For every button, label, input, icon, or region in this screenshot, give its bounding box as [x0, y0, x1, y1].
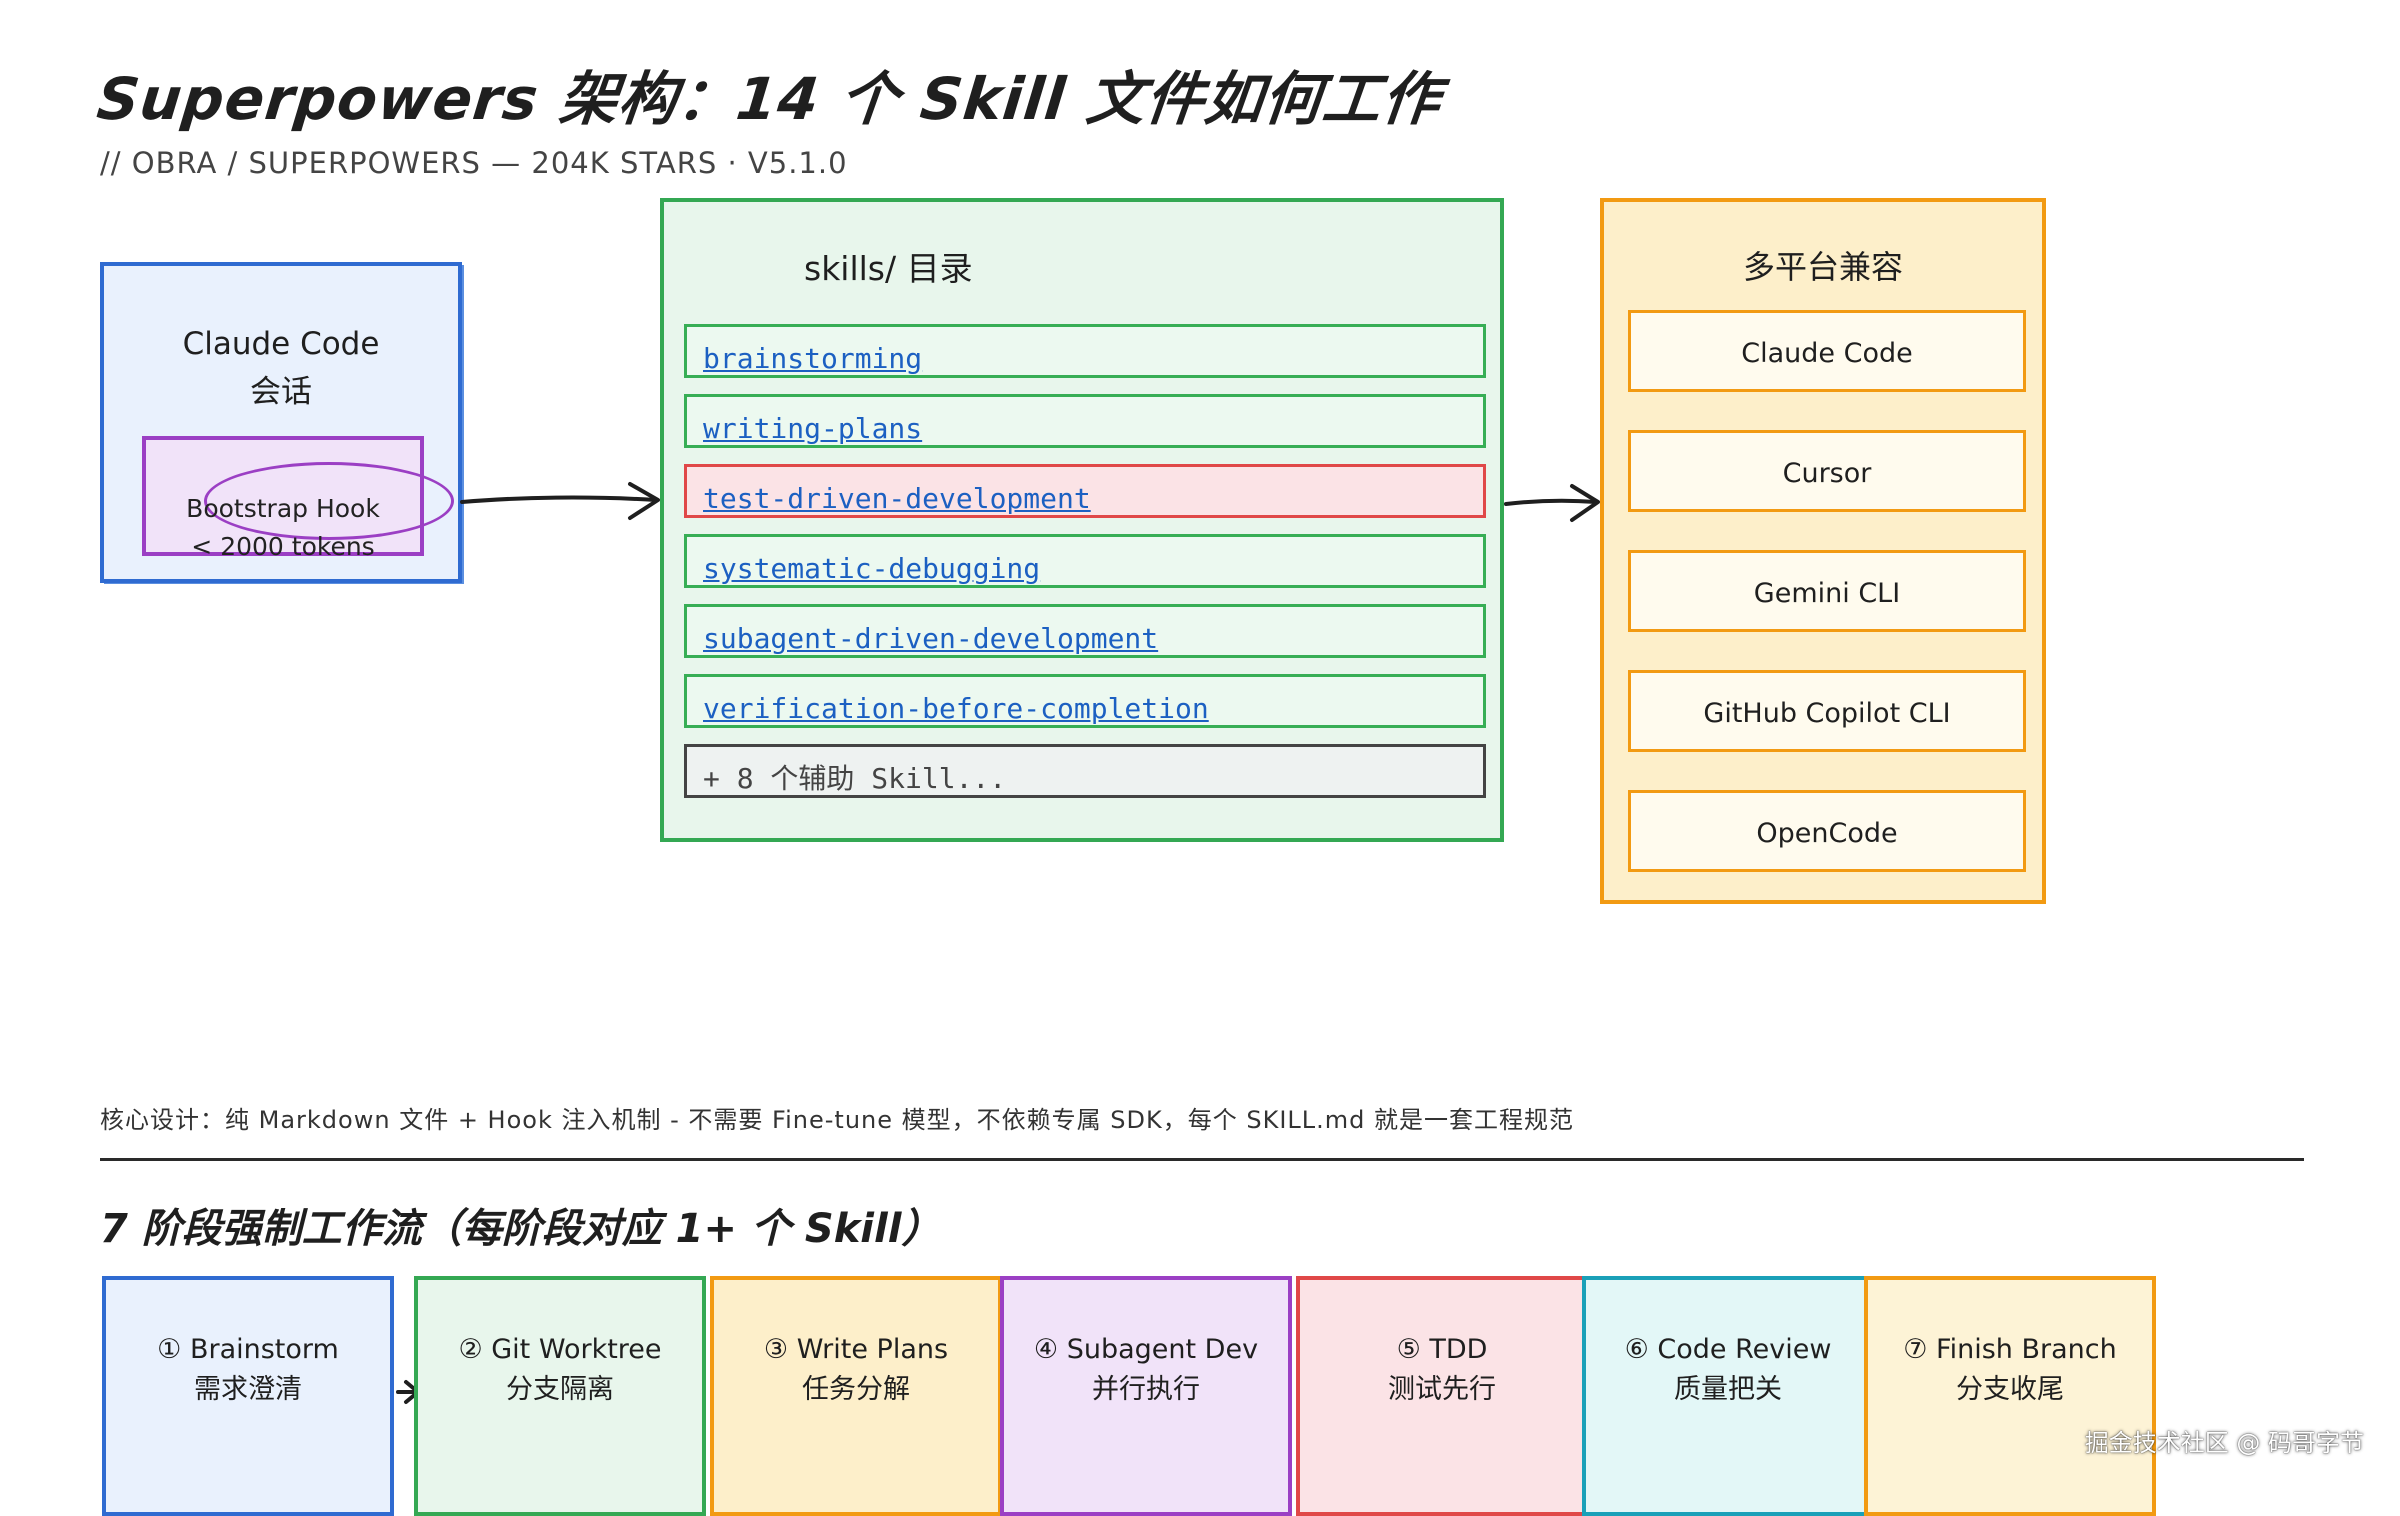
platforms-title: 多平台兼容 [1742, 248, 1903, 286]
workflow-title: 7 阶段强制工作流（每阶段对应 1+ 个 Skill） [100, 1206, 942, 1252]
bootstrap-hook-label: Bootstrap Hook < 2000 tokens [186, 494, 380, 561]
platform-claude-code: Claude Code [1628, 310, 2026, 392]
stage-label: ⑥ Code Review 质量把关 [1624, 1334, 1832, 1405]
stage-3-write-plans: ③ Write Plans 任务分解 [710, 1276, 1002, 1516]
core-design-note: 核心设计：纯 Markdown 文件 + Hook 注入机制 - 不需要 Fin… [100, 1106, 1575, 1134]
skills-directory-title: skills/ 目录 [804, 249, 973, 288]
stage-label: ⑦ Finish Branch 分支收尾 [1903, 1334, 2117, 1405]
watermark: 掘金技术社区 @ 码哥字节 [2084, 1429, 2364, 1457]
section-divider [100, 1158, 2304, 1161]
platforms-box: 多平台兼容 Claude Code Cursor Gemini CLI GitH… [1600, 198, 2046, 904]
stage-4-subagent-dev: ④ Subagent Dev 并行执行 [1000, 1276, 1292, 1516]
platform-cursor: Cursor [1628, 430, 2026, 512]
skill-verification-before-completion[interactable]: verification-before-completion [684, 674, 1486, 728]
skill-more-auxiliary: + 8 个辅助 Skill... [684, 744, 1486, 798]
stage-7-finish-branch: ⑦ Finish Branch 分支收尾 [1864, 1276, 2156, 1516]
skills-directory-box: skills/ 目录 brainstorming writing-plans t… [660, 198, 1504, 842]
skill-writing-plans[interactable]: writing-plans [684, 394, 1486, 448]
session-title: Claude Code 会话 [182, 326, 380, 410]
platform-gemini-cli: Gemini CLI [1628, 550, 2026, 632]
skill-subagent-driven-development[interactable]: subagent-driven-development [684, 604, 1486, 658]
platform-github-copilot-cli: GitHub Copilot CLI [1628, 670, 2026, 752]
stage-label: ④ Subagent Dev 并行执行 [1033, 1334, 1259, 1405]
skill-systematic-debugging[interactable]: systematic-debugging [684, 534, 1486, 588]
skill-test-driven-development[interactable]: test-driven-development [684, 464, 1486, 518]
stage-1-brainstorm: ① Brainstorm 需求澄清 [102, 1276, 394, 1516]
skill-brainstorming[interactable]: brainstorming [684, 324, 1486, 378]
hook-highlight-ellipse [204, 462, 454, 540]
arrow-session-to-skills [460, 495, 658, 504]
arrowhead-skills-to-platforms [1570, 484, 1600, 522]
diagram-subtitle: // OBRA / SUPERPOWERS — 204K STARS · V5.… [100, 146, 848, 180]
stage-label: ① Brainstorm 需求澄清 [157, 1334, 339, 1405]
arrowhead-session-to-skills [628, 482, 660, 520]
stage-label: ⑤ TDD 测试先行 [1388, 1334, 1496, 1405]
arrow-skills-to-platforms [1504, 498, 1598, 506]
stage-6-code-review: ⑥ Code Review 质量把关 [1582, 1276, 1874, 1516]
stage-5-tdd: ⑤ TDD 测试先行 [1296, 1276, 1588, 1516]
platform-opencode: OpenCode [1628, 790, 2026, 872]
stage-label: ③ Write Plans 任务分解 [763, 1334, 949, 1405]
stage-label: ② Git Worktree 分支隔离 [458, 1334, 662, 1405]
stage-2-git-worktree: ② Git Worktree 分支隔离 [414, 1276, 706, 1516]
bootstrap-hook-box: Bootstrap Hook < 2000 tokens [142, 436, 454, 561]
claude-code-session-box: Claude Code 会话 Bootstrap Hook < 2000 tok… [100, 262, 462, 583]
